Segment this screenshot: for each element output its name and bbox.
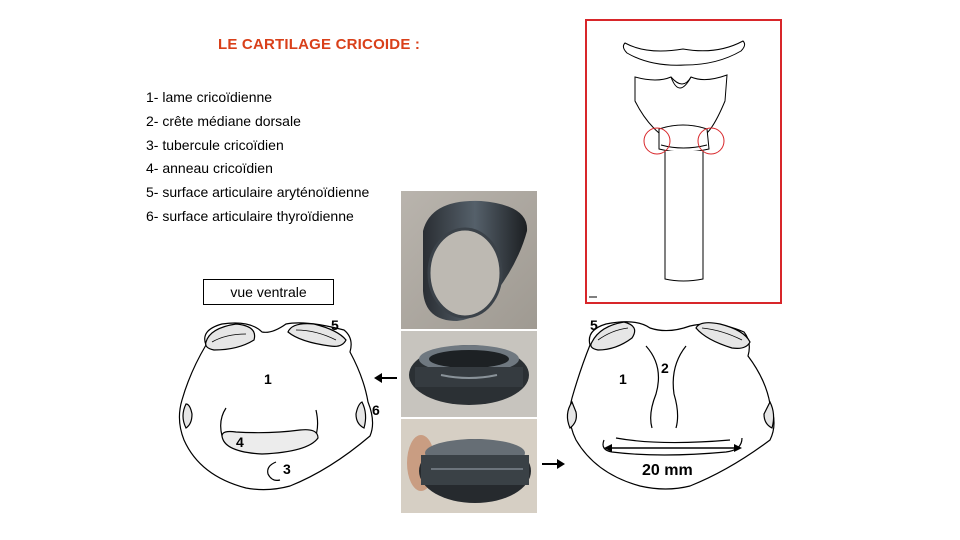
photo-bottom — [401, 419, 537, 513]
legend-item: 6- surface articulaire thyroïdienne — [146, 207, 354, 224]
photo-top — [401, 191, 537, 329]
measure-label: 20 mm — [642, 462, 693, 479]
thyroid-cartilage — [634, 74, 728, 134]
photo-middle — [401, 331, 537, 417]
left-cartilage-outline — [178, 322, 374, 491]
left-tubercle — [267, 461, 281, 481]
legend-item: 3- tubercule cricoïdien — [146, 136, 284, 153]
legend-item: 5- surface articulaire aryténoïdienne — [146, 184, 370, 201]
right-label-5: 5 — [590, 317, 598, 333]
trachea — [664, 151, 704, 282]
left-label-6: 6 — [372, 402, 380, 418]
arrow-left-icon — [374, 373, 397, 383]
cricoid-ring — [658, 124, 710, 153]
right-crest-right — [672, 345, 687, 429]
right-thyroid-facet-left — [566, 400, 577, 429]
left-label-1: 1 — [264, 371, 272, 387]
legend-list: 1- lame cricoïdienne 2- crête médiane do… — [146, 86, 369, 229]
left-arytenoid-facet-left — [205, 323, 256, 351]
highlight-circle-right — [697, 127, 725, 155]
view-label: vue ventrale — [203, 279, 334, 305]
legend-item: 4- anneau cricoïdien — [146, 160, 273, 177]
arrow-right-icon — [542, 459, 565, 469]
right-label-2: 2 — [661, 360, 669, 376]
left-ring-band — [221, 429, 319, 455]
measure-arrow-icon — [604, 444, 742, 452]
page-title: LE CARTILAGE CRICOIDE : — [218, 36, 421, 53]
legend-item: 2- crête médiane dorsale — [146, 112, 301, 129]
larynx-drawing — [589, 40, 746, 298]
left-label-5: 5 — [331, 317, 339, 333]
highlight-circle-left — [643, 127, 671, 155]
right-crest-left — [645, 345, 659, 429]
left-label-4: 4 — [236, 434, 244, 450]
larynx-frame — [585, 19, 782, 304]
left-thyroid-facet-right — [355, 401, 367, 429]
left-label-3: 3 — [283, 461, 291, 477]
hyoid-bone — [622, 40, 746, 66]
right-label-1: 1 — [619, 371, 627, 387]
legend-item: 1- lame cricoïdienne — [146, 89, 273, 105]
right-thyroid-facet-right — [763, 400, 775, 429]
left-arytenoid-facet-right — [287, 323, 347, 347]
left-thyroid-facet-left — [182, 403, 193, 429]
